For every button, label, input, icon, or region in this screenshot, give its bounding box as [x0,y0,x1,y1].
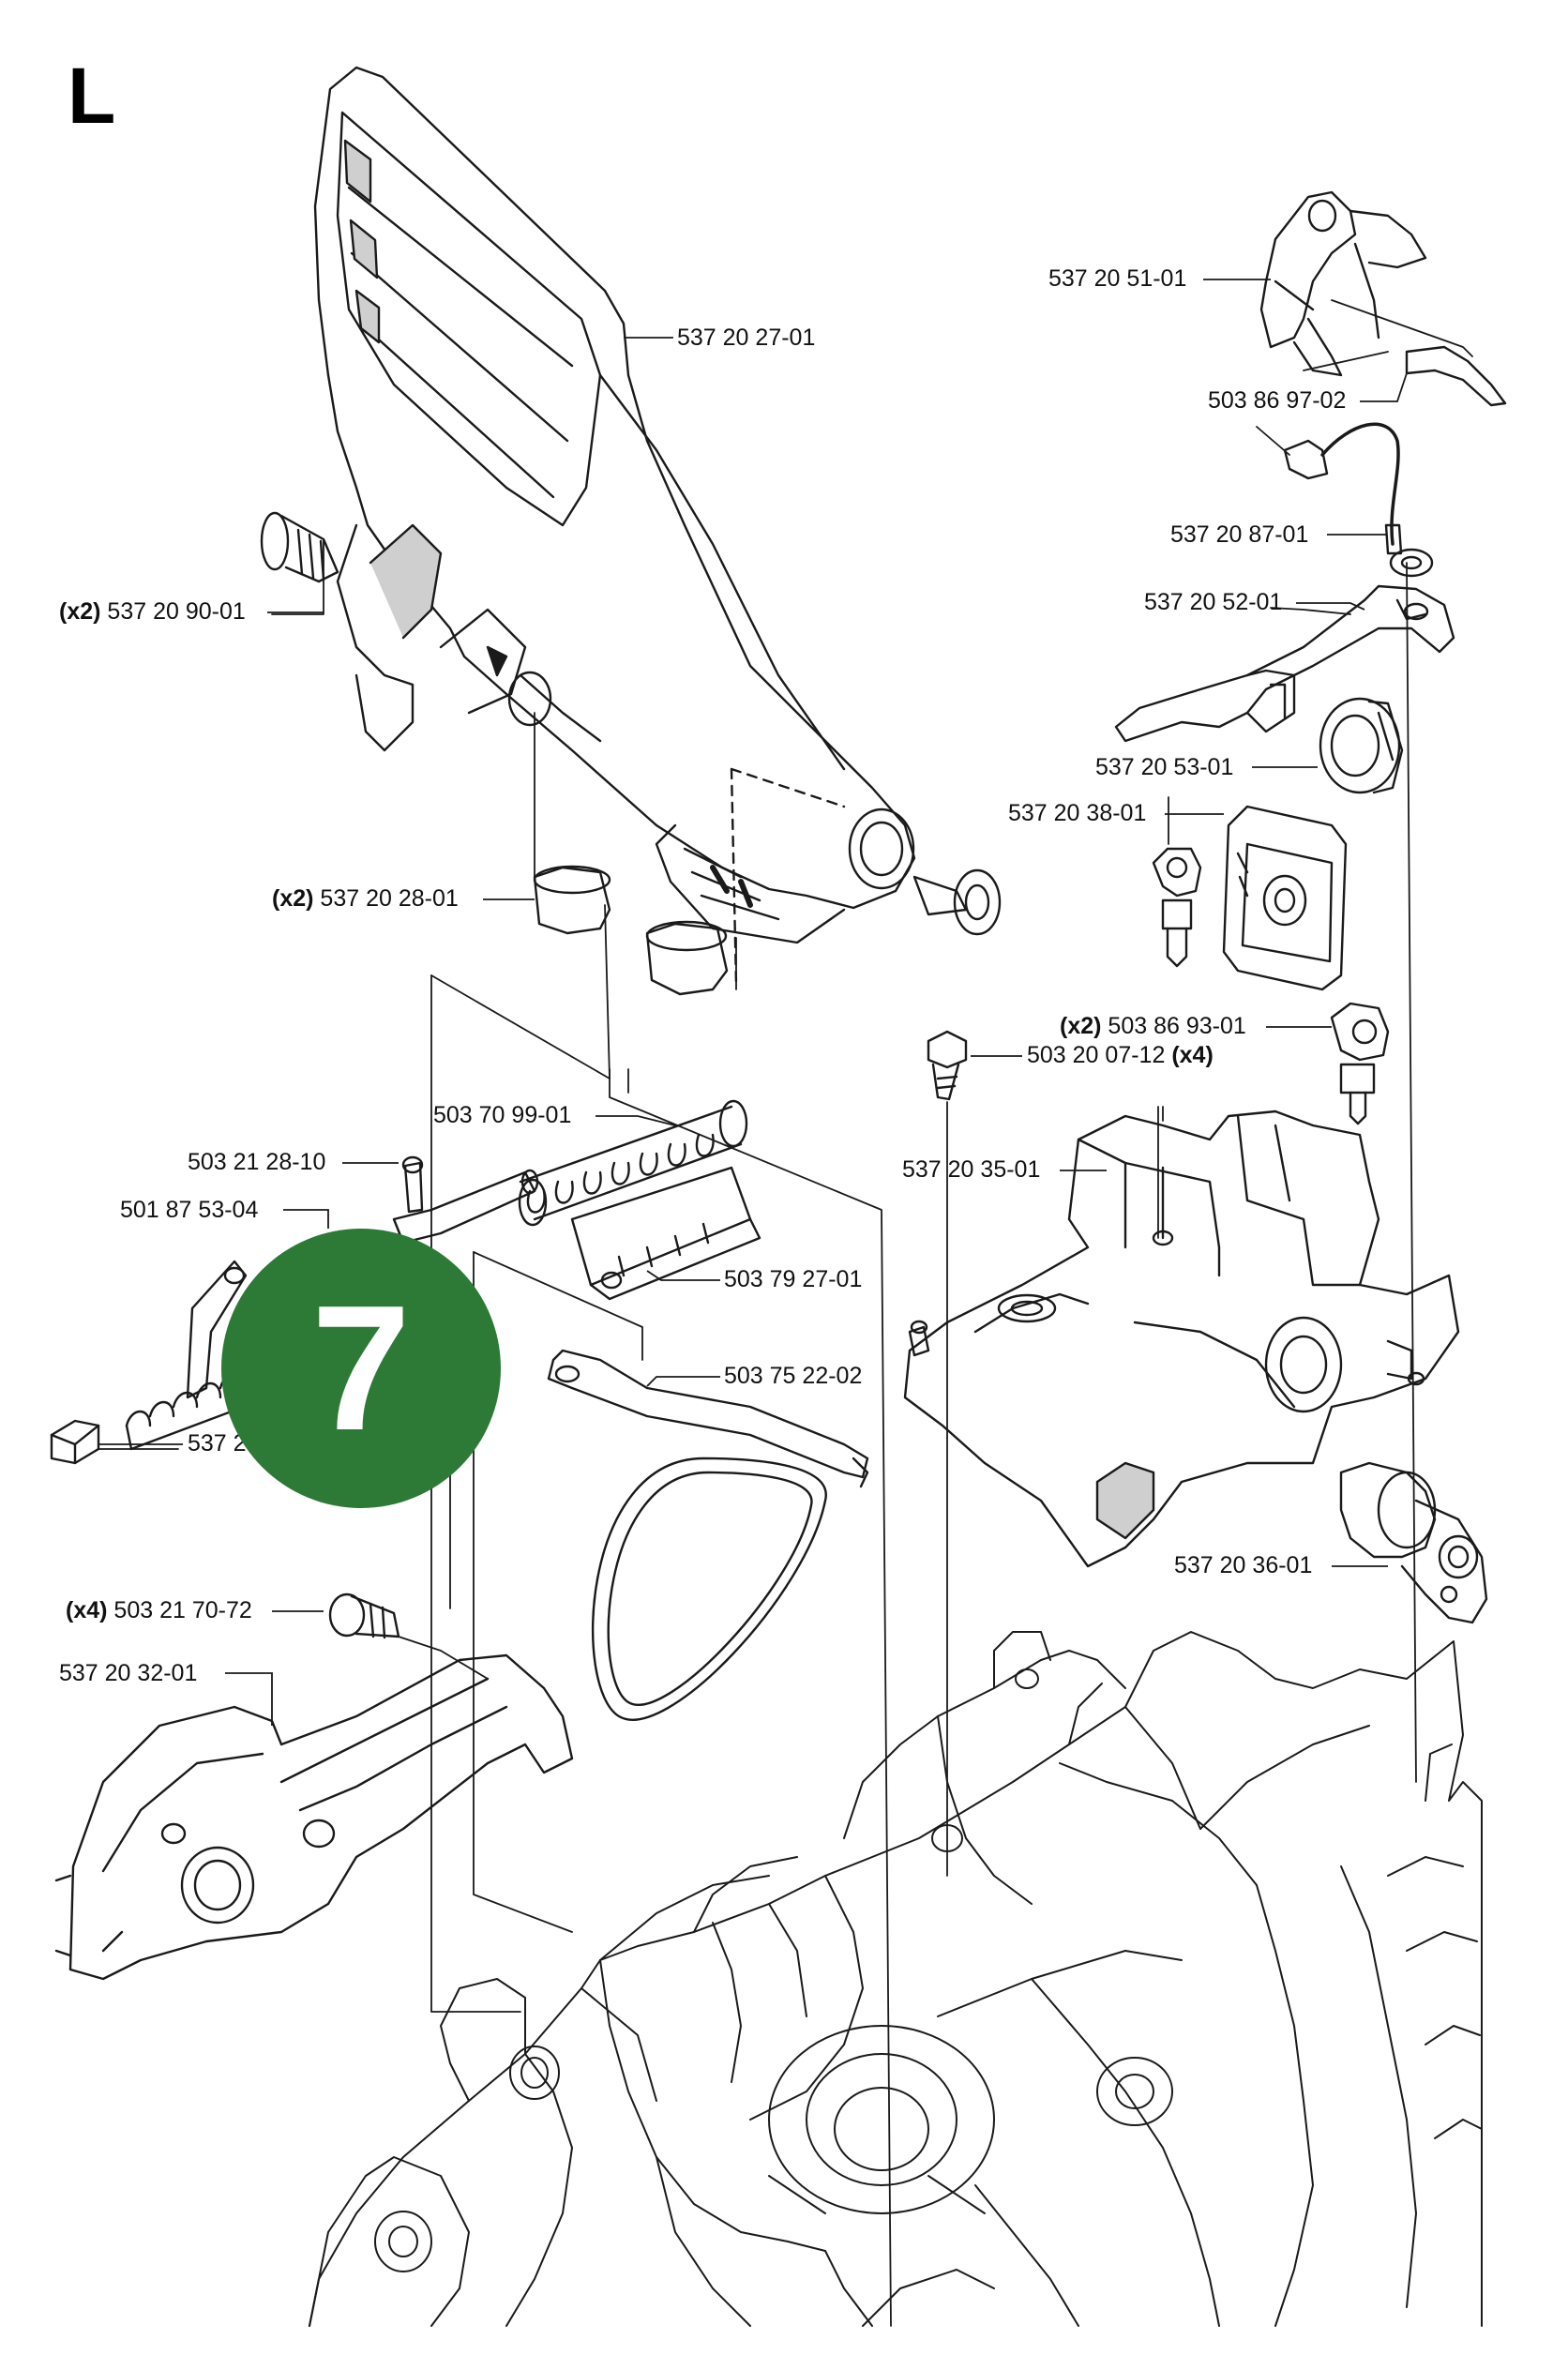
wire-537-20-87-01 [1256,422,1434,578]
callout-537-20-51-01: 537 20 51-01 [1048,265,1187,292]
callout-503-86-97-02: 503 86 97-02 [1208,387,1347,414]
callout-537-20-32-01: 537 20 32-01 [59,1660,198,1686]
callout-537-2: 537 2 [188,1430,247,1457]
callout-503-79-27-01: 503 79 27-01 [724,1266,863,1292]
brake-band [592,1457,827,1721]
callout-503-21-28-10: 503 21 28-10 [188,1149,326,1175]
pin-and-screw [392,1155,539,1245]
crankcase-body [309,1631,1483,2327]
callout-537-20-27-01: 537 20 27-01 [677,325,816,351]
connector-503-86-93-01 [1330,1002,1390,1125]
lever-537-20-51-01 [1259,190,1473,377]
lever-part-left [50,1260,248,1465]
callout-537-20-35-01: 537 20 35-01 [902,1156,1041,1183]
callout-537-20-28-01: (x2) 537 20 28-01 [272,885,459,912]
spring-503-70-99-01 [518,1099,748,1227]
callout-503-20-07-12: 503 20 07-12 (x4) [1027,1042,1214,1068]
callout-503-21-70-72: (x4) 503 21 70-72 [66,1597,252,1623]
screw-537-20-90-01 [260,511,339,615]
spring-cover-503-79-27-01 [570,1166,761,1301]
step-number-badge: 7 [221,1229,501,1508]
callout-503-86-93-01: (x2) 503 86 93-01 [1060,1013,1246,1039]
callout-537-20-87-01: 537 20 87-01 [1170,521,1309,548]
callout-501-87-53-04: 501 87 53-04 [120,1197,259,1223]
switch-537-20-38-01 [1152,796,1348,991]
callout-537-20-36-01: 537 20 36-01 [1174,1552,1313,1578]
callout-537-20-53-01: 537 20 53-01 [1095,754,1234,780]
ring-537-20-53-01 [1319,697,1404,794]
bushing-537-20-28-01 [533,712,737,1079]
screw-503-21-70-72 [328,1593,489,1680]
spring-503-86-97-02 [1303,345,1507,407]
callout-537-20-52-01: 537 20 52-01 [1144,589,1283,615]
clutch-cover-537-20-32-01 [54,1653,574,1981]
callout-503-75-22-02: 503 75 22-02 [724,1363,863,1389]
screw-503-20-07-12 [927,1030,968,1101]
front-hand-guard [313,66,916,987]
piece-537-20-36-01 [1339,1461,1488,1624]
callout-537-20-90-01: (x2) 537 20 90-01 [59,598,246,625]
callout-537-20-38-01: 537 20 38-01 [1008,800,1147,826]
handle-housing-537-20-35-01 [903,1106,1460,1568]
section-letter: L [68,52,116,140]
screw-guard-pivot [912,868,1002,936]
spring-503-75-22-02 [547,1349,869,1488]
callout-503-70-99-01: 503 70 99-01 [433,1102,572,1128]
reference-lines [430,562,1417,2327]
